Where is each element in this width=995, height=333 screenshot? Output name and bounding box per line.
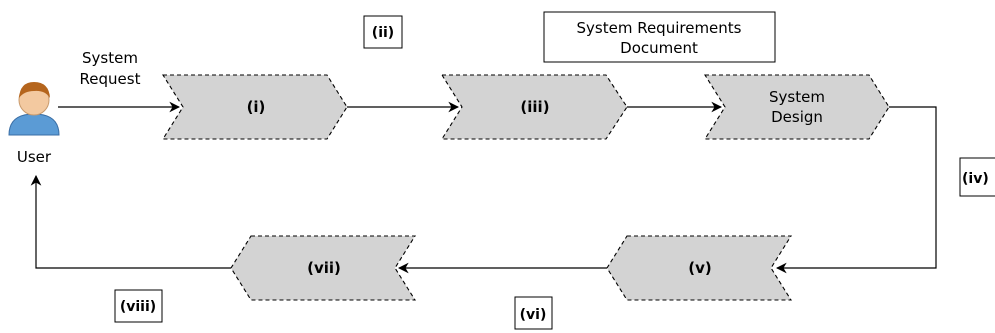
edge-vii-to-user	[30, 174, 231, 269]
callout-srd-box	[543, 11, 776, 63]
system-request-label-line2: Request	[80, 70, 141, 88]
callout-viii-box	[114, 289, 163, 323]
callout-ii-label: (ii)	[372, 25, 394, 41]
user-label: User	[17, 148, 52, 166]
stage-iii-label: (iii)	[520, 98, 549, 116]
edge-design-to-v	[775, 106, 937, 274]
callout-vi-box	[514, 296, 553, 330]
stage-i-label: (i)	[247, 98, 266, 116]
callout-ii-box	[363, 15, 403, 49]
callout-vi-label: (vi)	[520, 307, 547, 323]
stage-i-shape	[162, 74, 348, 140]
callout-srd-label-line2: Document	[620, 39, 698, 57]
callout-viii-label: (viii)	[120, 299, 156, 315]
callout-iv-box	[959, 157, 995, 197]
stage-system-design-label-line2: Design	[771, 108, 823, 126]
stage-system-design-shape	[704, 74, 890, 140]
stage-vii-shape	[230, 235, 416, 301]
stage-system-design-label-line1: System	[769, 88, 825, 106]
stage-v-label: (v)	[688, 259, 712, 277]
callout-iv-label: (iv)	[962, 171, 989, 187]
user-icon	[8, 82, 60, 136]
callout-srd-label-line1: System Requirements	[577, 19, 742, 37]
system-request-label-line1: System	[82, 49, 138, 67]
stage-vii-label: (vii)	[307, 259, 341, 277]
stage-iii-shape	[441, 74, 628, 140]
stage-v-shape	[606, 235, 792, 301]
